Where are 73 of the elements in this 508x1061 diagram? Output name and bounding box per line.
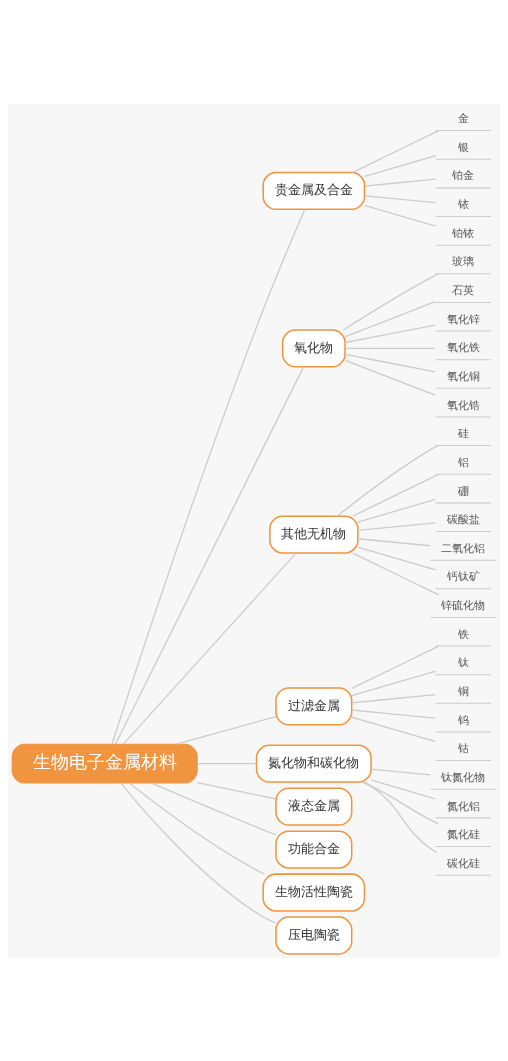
connector <box>351 645 440 689</box>
node-text: 锌硫化物 <box>441 598 486 612</box>
node-text: 铜 <box>457 684 469 698</box>
node-text: 铱 <box>457 197 469 211</box>
connector <box>175 715 277 745</box>
connector <box>196 762 258 764</box>
node-text: 氧化铁 <box>446 340 480 354</box>
node-text: 铝 <box>457 455 469 469</box>
node-box: 氧化物 <box>281 328 346 368</box>
node-box: 生物电子金属材料 <box>11 743 198 784</box>
connector <box>344 323 436 343</box>
node-box: 生物活性陶瓷 <box>262 872 366 912</box>
node-box: 压电陶瓷 <box>275 915 353 955</box>
node-box: 功能合金 <box>275 829 353 869</box>
connector <box>122 551 297 745</box>
node-text: 钛氮化物 <box>441 770 486 784</box>
node-text: 氧化锌 <box>446 312 480 326</box>
node-text: 铁 <box>457 627 469 641</box>
connector <box>361 780 439 825</box>
node-text: 硅 <box>457 426 469 440</box>
node-text: 钨 <box>457 713 469 727</box>
connector <box>352 129 440 173</box>
connector <box>344 300 436 337</box>
node-text: 钴 <box>457 741 469 755</box>
node-box: 液态金属 <box>275 786 353 826</box>
node-text: 玻璃 <box>452 254 475 268</box>
node-text: 铂铱 <box>452 226 475 240</box>
connector <box>352 551 440 595</box>
node-text: 氮化硅 <box>446 827 480 841</box>
connector <box>363 780 438 853</box>
connector <box>111 208 306 745</box>
connector <box>364 204 437 227</box>
node-box: 贵金属及合金 <box>262 171 366 210</box>
connector <box>351 716 436 742</box>
connector <box>344 347 436 349</box>
connector <box>150 782 277 836</box>
node-text: 钙钛矿 <box>446 569 480 583</box>
connector <box>351 670 436 696</box>
node-text: 二氧化铝 <box>441 541 486 555</box>
node-text: 钛 <box>457 655 469 669</box>
node-text: 氧化锆 <box>446 398 480 412</box>
connector <box>352 473 440 517</box>
connector <box>114 365 305 745</box>
node-text: 氧化铜 <box>446 369 480 383</box>
connector <box>357 498 437 523</box>
connector <box>128 782 265 875</box>
node-text: 氮化铝 <box>446 799 480 812</box>
node-text: 硼 <box>457 483 469 497</box>
node-text: 碳化硅 <box>446 856 480 870</box>
connector <box>357 521 437 531</box>
node-box: 过滤金属 <box>275 686 353 726</box>
node-text: 铂金 <box>452 168 475 182</box>
node-text: 金 <box>457 111 469 125</box>
connector <box>351 693 436 703</box>
connector <box>336 444 439 517</box>
node-text: 碳酸盐 <box>446 512 480 526</box>
connector <box>351 708 436 719</box>
connector <box>342 272 439 331</box>
connector <box>357 545 437 570</box>
node-box: 氮化物和碳化物 <box>255 744 372 783</box>
node-text: 银 <box>457 140 469 154</box>
connector <box>370 779 436 799</box>
connector <box>344 353 436 372</box>
connector <box>344 359 436 396</box>
connector <box>196 781 277 800</box>
node-text: 石英 <box>452 283 475 297</box>
connector <box>120 781 277 924</box>
connector <box>364 154 437 177</box>
connector <box>364 178 437 187</box>
connector <box>370 768 431 776</box>
node-box: 其他无机物 <box>269 514 359 554</box>
connector <box>357 537 431 546</box>
connector <box>364 194 437 203</box>
